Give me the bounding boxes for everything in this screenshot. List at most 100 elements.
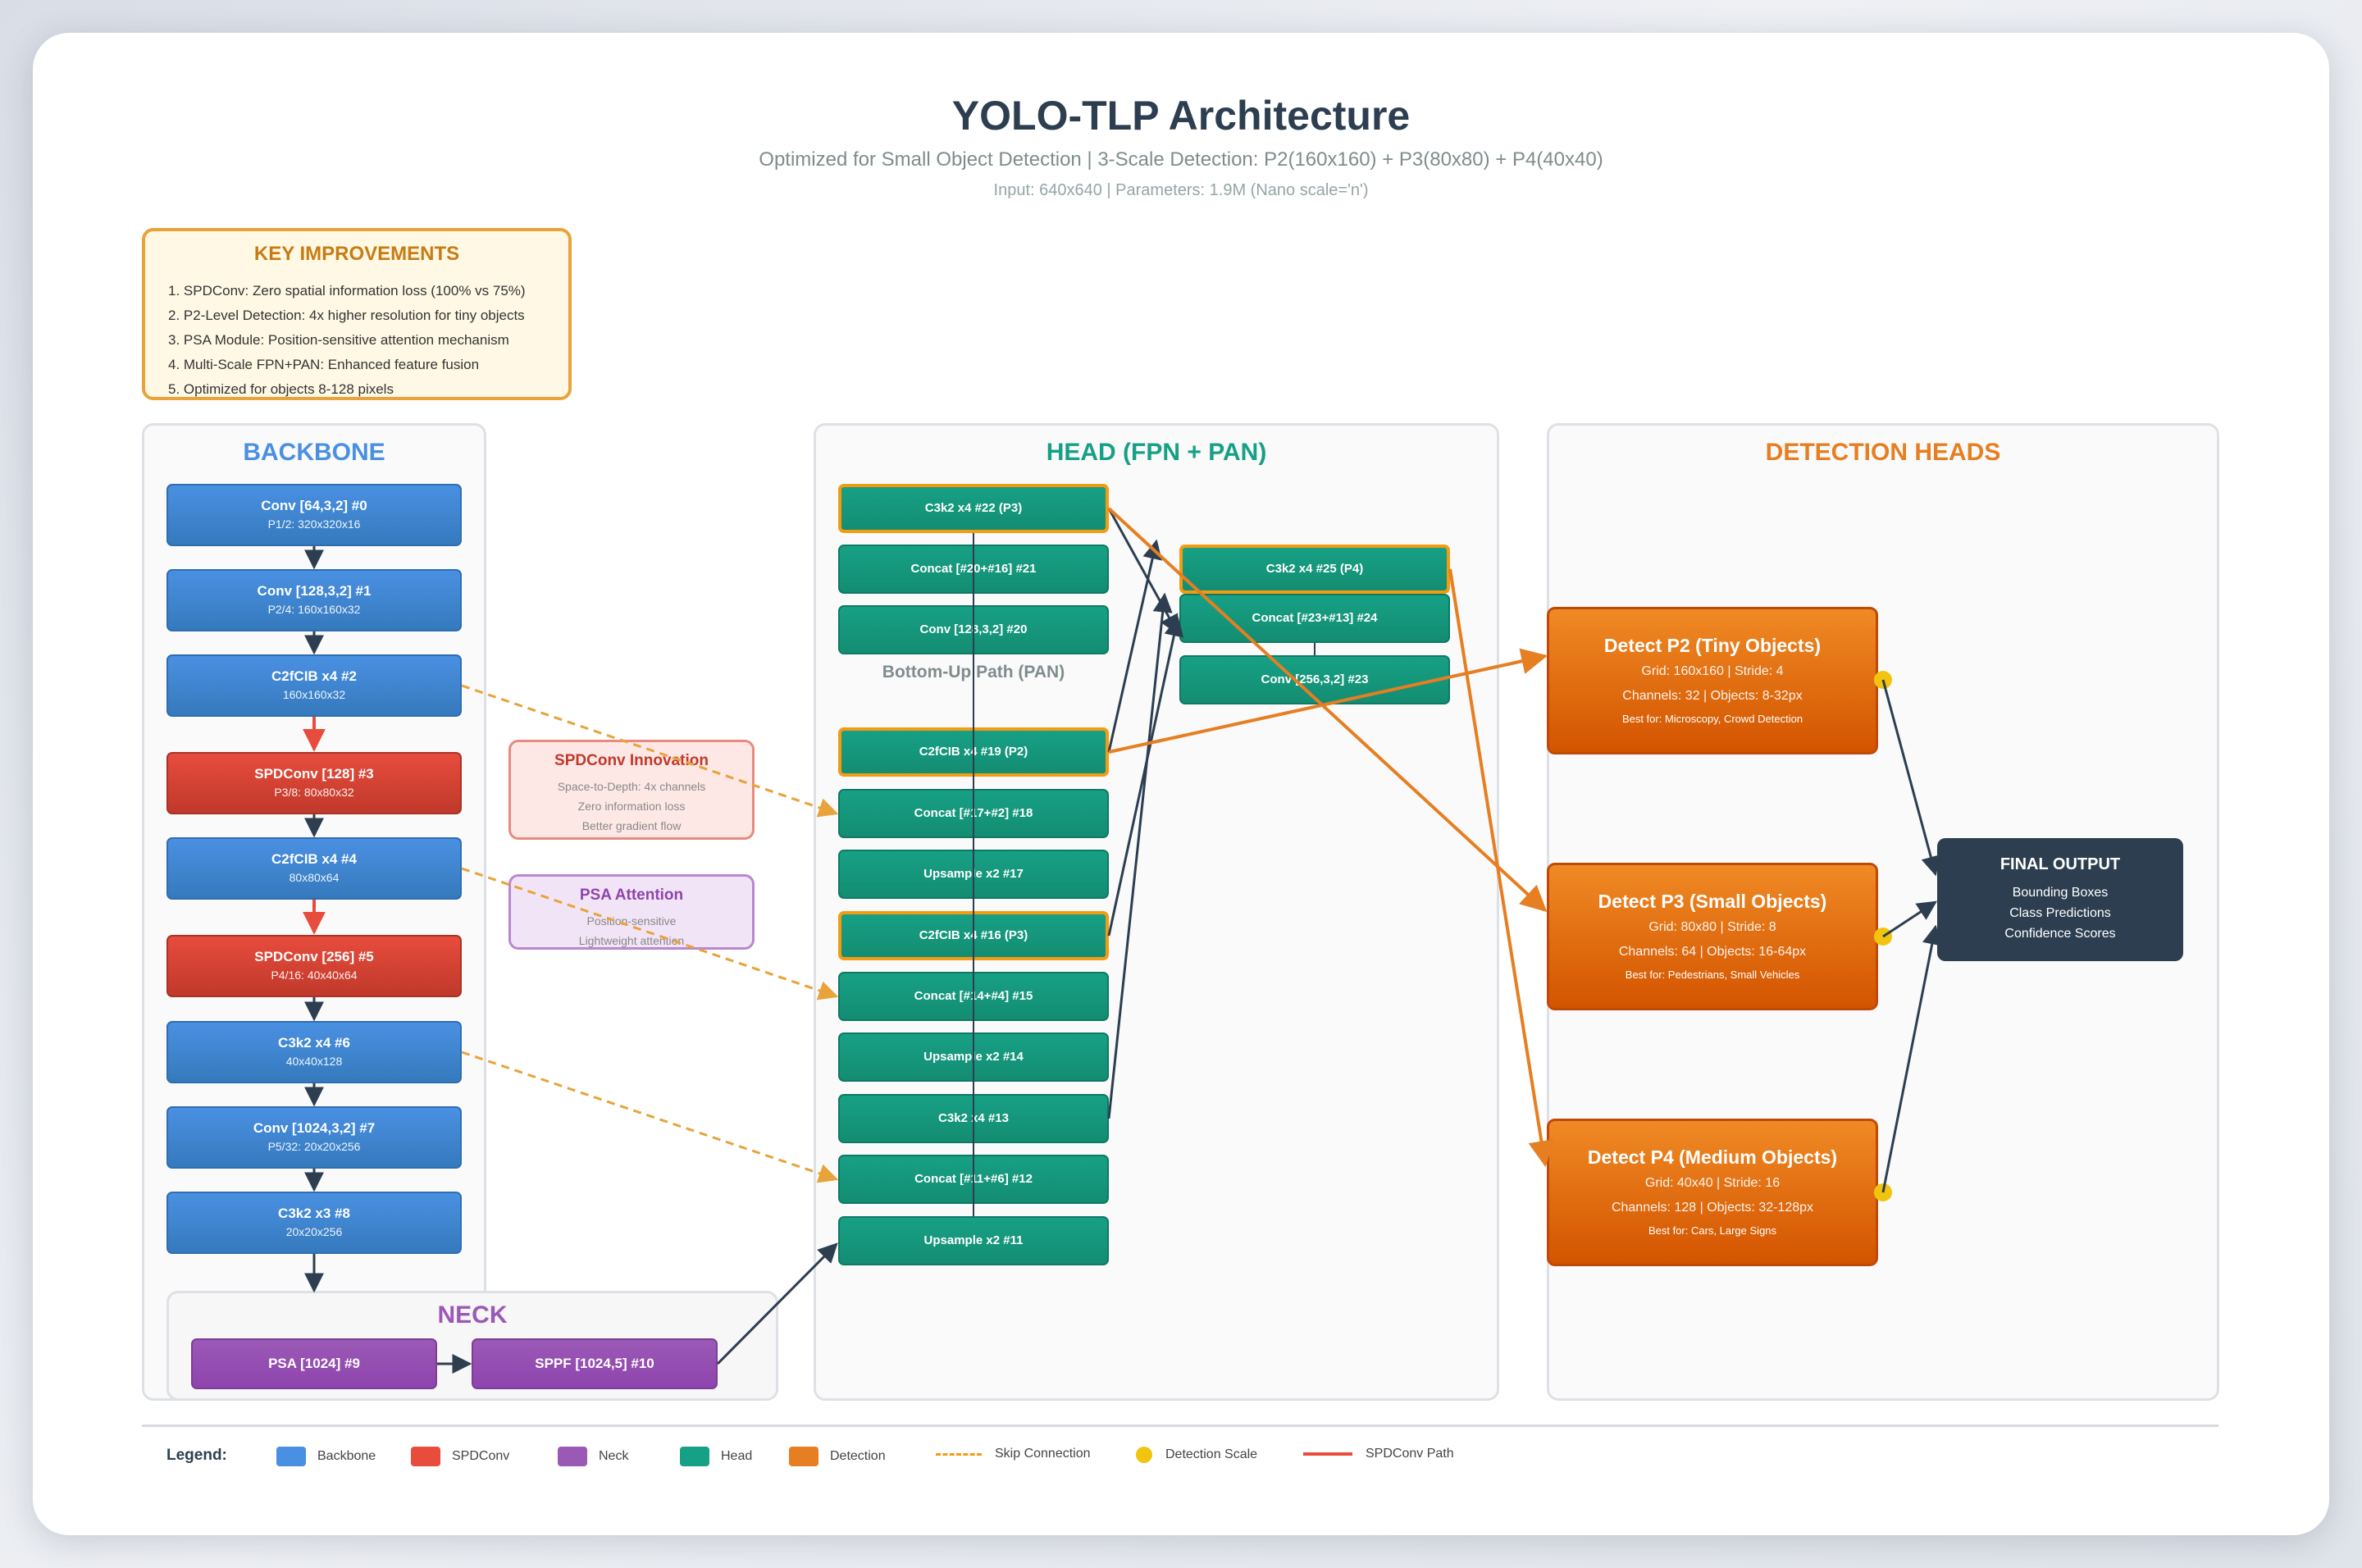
arrow-p3-detect <box>1107 507 1548 913</box>
node-title: C3k2 x4 #25 (P4) <box>1265 562 1364 576</box>
arrow-sppf-head <box>716 1242 838 1365</box>
head-node-22[interactable]: C3k2 x4 #22 (P3) <box>838 484 1109 533</box>
page-title: YOLO-TLP Architecture <box>951 93 1411 139</box>
legend-label: Legend: <box>166 1447 227 1464</box>
neck-node-psa[interactable]: PSA [1024] #9 <box>191 1338 437 1389</box>
legend-dot <box>1136 1447 1152 1463</box>
detect-best-for: Best for: Pedestrians, Small Vehicles <box>1625 969 1800 981</box>
node-subtitle: 40x40x128 <box>285 1055 343 1068</box>
head-node-25[interactable]: C3k2 x4 #25 (P4) <box>1179 545 1450 594</box>
detect-best-for: Best for: Microscopy, Crowd Detection <box>1621 713 1803 725</box>
legend-solid-line <box>1303 1452 1352 1456</box>
node-subtitle: P2/4: 160x160x32 <box>267 603 361 616</box>
legend-text: Detection Scale <box>1165 1447 1258 1461</box>
legend-swatch <box>411 1447 440 1466</box>
legend-item-skip-connection: Skip Connection <box>936 1447 1091 1461</box>
note-line: Lightweight attention <box>578 934 685 947</box>
node-subtitle: P5/32: 20x20x256 <box>267 1140 361 1153</box>
node-title: Upsample x2 #11 <box>923 1233 1024 1247</box>
detect-p2-box[interactable]: Detect P2 (Tiny Objects) Grid: 160x160 |… <box>1547 607 1878 754</box>
detect-p4-box[interactable]: Detect P4 (Medium Objects) Grid: 40x40 |… <box>1547 1119 1878 1266</box>
detect-channels: Channels: 128 | Objects: 32-128px <box>1611 1201 1814 1215</box>
detect-channels: Channels: 32 | Objects: 8-32px <box>1622 689 1803 703</box>
final-output-line: Class Predictions <box>2009 906 2111 920</box>
arrow-p2-final <box>1881 679 1940 877</box>
backbone-node-6[interactable]: C3k2 x4 #6 40x40x128 <box>166 1021 462 1083</box>
detect-title: Detect P3 (Small Objects) <box>1598 891 1827 912</box>
legend-item-spdconv-path: SPDConv Path <box>1303 1447 1454 1461</box>
node-title: Concat [#23+#13] #24 <box>1252 611 1378 625</box>
node-title: C2fCIB x4 #4 <box>271 851 357 867</box>
skip-6-12 <box>461 1051 839 1183</box>
backbone-panel-title: BACKBONE <box>243 439 385 466</box>
node-subtitle: 160x160x32 <box>282 688 346 701</box>
legend-dashed-line <box>936 1452 982 1456</box>
note-title: SPDConv Innovation <box>554 752 709 769</box>
final-output-box[interactable]: FINAL OUTPUT Bounding Boxes Class Predic… <box>1937 838 2183 961</box>
legend-item-detection: Detection <box>789 1447 886 1466</box>
key-improvement-item: 5. Optimized for objects 8-128 pixels <box>168 381 394 397</box>
arrow-p4-final <box>1881 924 1942 1193</box>
input-info: Input: 640x640 | Parameters: 1.9M (Nano … <box>993 181 1369 199</box>
neck-node-sppf[interactable]: SPPF [1024,5] #10 <box>472 1338 718 1389</box>
note-line: Zero information loss <box>577 800 686 813</box>
arrow-p2-detect <box>1108 648 1548 754</box>
neck-panel-title: NECK <box>437 1301 508 1329</box>
legend-item-neck: Neck <box>558 1447 628 1466</box>
head-node-24[interactable]: Concat [#23+#13] #24 <box>1179 594 1450 643</box>
backbone-node-0[interactable]: Conv [64,3,2] #0 P1/2: 320x320x16 <box>166 484 462 546</box>
backbone-node-2[interactable]: C2fCIB x4 #2 160x160x32 <box>166 654 462 717</box>
detect-p3-box[interactable]: Detect P3 (Small Objects) Grid: 80x80 | … <box>1547 863 1878 1010</box>
arrow-16-24 <box>1107 616 1184 937</box>
arrow-19-25 <box>1107 539 1162 753</box>
legend-text: Backbone <box>317 1449 376 1463</box>
key-improvement-item: 2. P2-Level Detection: 4x higher resolut… <box>168 308 525 323</box>
node-title: Conv [256,3,2] #23 <box>1261 672 1369 686</box>
legend-text: Neck <box>599 1449 629 1463</box>
backbone-node-8[interactable]: C3k2 x3 #8 20x20x256 <box>166 1192 462 1254</box>
head-node-11[interactable]: Upsample x2 #11 <box>838 1216 1109 1265</box>
node-subtitle: P4/16: 40x40x64 <box>271 969 358 982</box>
final-output-line: Bounding Boxes <box>2012 886 2109 900</box>
legend-swatch <box>789 1447 818 1466</box>
spdconv-node-5[interactable]: SPDConv [256] #5 P4/16: 40x40x64 <box>166 935 462 997</box>
node-title: C2fCIB x4 #2 <box>271 668 357 684</box>
node-title: SPDConv [128] #3 <box>254 766 374 782</box>
node-title: C3k2 x4 #6 <box>278 1035 350 1051</box>
backbone-node-4[interactable]: C2fCIB x4 #4 80x80x64 <box>166 837 462 900</box>
spdconv-node-3[interactable]: SPDConv [128] #3 P3/8: 80x80x32 <box>166 752 462 814</box>
key-improvement-item: 3. PSA Module: Position-sensitive attent… <box>168 332 509 348</box>
detect-best-for: Best for: Cars, Large Signs <box>1648 1224 1777 1237</box>
node-title: Conv [128,3,2] #1 <box>257 583 372 599</box>
detect-title: Detect P4 (Medium Objects) <box>1587 1146 1838 1168</box>
node-title: Conv [1024,3,2] #7 <box>253 1120 376 1136</box>
legend-text: Detection <box>830 1449 886 1463</box>
page-subtitle: Optimized for Small Object Detection | 3… <box>759 148 1603 171</box>
node-subtitle: P1/2: 320x320x16 <box>267 517 361 531</box>
legend-swatch <box>276 1447 306 1466</box>
backbone-node-7[interactable]: Conv [1024,3,2] #7 P5/32: 20x20x256 <box>166 1106 462 1169</box>
backbone-node-1[interactable]: Conv [128,3,2] #1 P2/4: 160x160x32 <box>166 569 462 631</box>
arrow-p4-detect <box>1448 568 1555 1168</box>
key-improvements-title: KEY IMPROVEMENTS <box>253 243 460 265</box>
detect-grid: Grid: 40x40 | Stride: 16 <box>1644 1176 1781 1190</box>
node-subtitle: 80x80x64 <box>289 871 340 884</box>
arrow-13-24 <box>1107 592 1173 1119</box>
key-improvements-box: KEY IMPROVEMENTS 1. SPDConv: Zero spatia… <box>142 228 572 400</box>
final-output-title: FINAL OUTPUT <box>1999 855 2121 873</box>
legend-text: Head <box>721 1449 753 1463</box>
legend-divider <box>142 1424 2218 1427</box>
arrow-22-23 <box>1107 508 1179 636</box>
key-improvement-item: 1. SPDConv: Zero spatial information los… <box>168 283 526 299</box>
legend-item-detection-scale: Detection Scale <box>1136 1447 1257 1463</box>
legend-item-head: Head <box>680 1447 752 1466</box>
head-panel-title: HEAD (FPN + PAN) <box>1046 439 1267 466</box>
node-title: SPPF [1024,5] #10 <box>535 1356 654 1371</box>
note-line: Better gradient flow <box>581 819 682 832</box>
node-title: PSA [1024] #9 <box>268 1356 360 1371</box>
node-subtitle: P3/8: 80x80x32 <box>274 786 354 799</box>
legend-text: Skip Connection <box>995 1447 1091 1461</box>
psa-attention-note: PSA Attention Position-sensitive Lightwe… <box>508 874 755 950</box>
node-title: C3k2 x3 #8 <box>278 1206 350 1221</box>
